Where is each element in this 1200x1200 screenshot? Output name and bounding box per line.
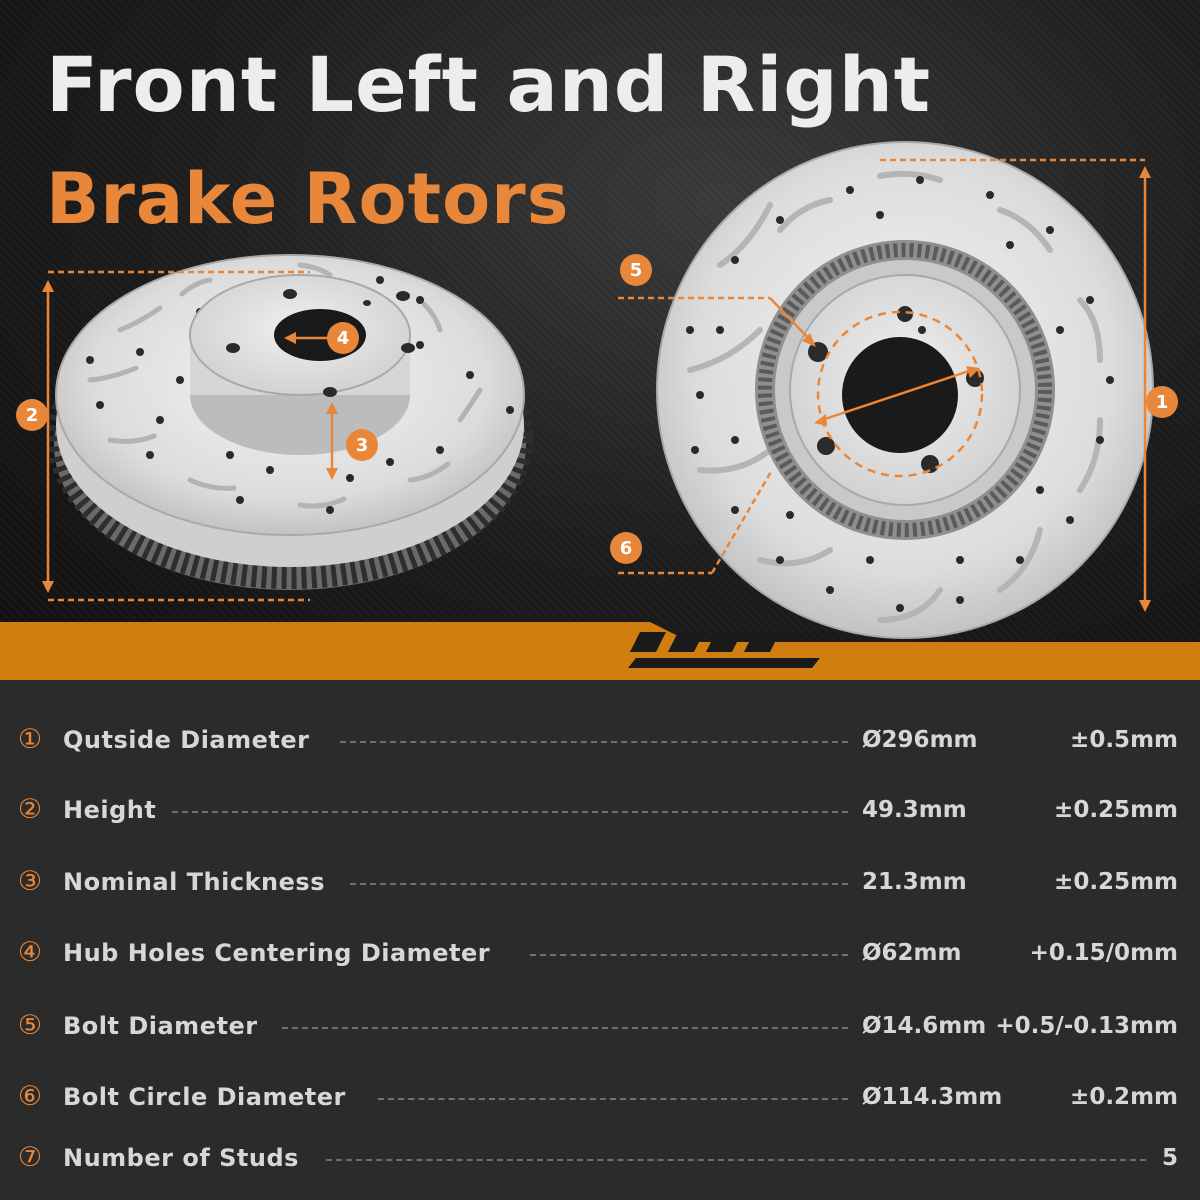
spec-label: Nominal Thickness	[63, 868, 325, 896]
spec-row-hub-holes-centering-diameter: ④ Hub Holes Centering Diameter Ø62mm +0.…	[0, 933, 1200, 973]
spec-row-bolt-diameter: ⑤ Bolt Diameter Ø14.6mm +0.5/-0.13mm	[0, 1006, 1200, 1046]
right-rotor	[618, 141, 1154, 639]
callout-6: 6	[610, 532, 642, 564]
spec-value: Ø296mm	[862, 727, 978, 753]
spec-value: 21.3mm	[862, 869, 967, 895]
svg-text:3: 3	[356, 435, 369, 456]
spec-row-number-of-studs: ⑦ Number of Studs 5	[0, 1138, 1200, 1178]
svg-text:6: 6	[620, 538, 633, 559]
spec-value: Ø114.3mm	[862, 1084, 1003, 1110]
specs-table: ① Qutside Diameter Ø296mm ±0.5mm ② Heigh…	[0, 680, 1200, 1200]
spec-label: Number of Studs	[63, 1144, 299, 1172]
leader-dots	[282, 1027, 848, 1029]
spec-tolerance: +0.5/-0.13mm	[995, 1013, 1178, 1039]
spec-tolerance: 5	[1161, 1145, 1178, 1171]
spec-label: Bolt Diameter	[63, 1012, 258, 1040]
title-line-1: Front Left and Right	[46, 40, 932, 129]
spec-row-outside-diameter: ① Qutside Diameter Ø296mm ±0.5mm	[0, 720, 1200, 760]
spec-label: Bolt Circle Diameter	[63, 1083, 346, 1111]
spec-number: ④	[17, 937, 43, 968]
spec-tolerance: ±0.25mm	[1054, 869, 1178, 895]
leader-dots	[172, 811, 848, 813]
title-line-2: Brake Rotors	[46, 158, 570, 240]
spec-tolerance: ±0.2mm	[1070, 1084, 1178, 1110]
spec-row-bolt-circle-diameter: ⑥ Bolt Circle Diameter Ø114.3mm ±0.2mm	[0, 1077, 1200, 1117]
hero-image: 2 4 3 5 6 1 Front Left and Right Brake R…	[0, 0, 1200, 680]
spec-value: 49.3mm	[862, 797, 967, 823]
left-rotor	[42, 254, 533, 602]
spec-value: Ø14.6mm	[862, 1013, 987, 1039]
spec-value: Ø62mm	[862, 940, 962, 966]
spec-label: Hub Holes Centering Diameter	[63, 939, 491, 967]
spec-number: ③	[17, 866, 43, 897]
callout-3: 3	[346, 429, 378, 461]
svg-text:5: 5	[630, 260, 643, 281]
spec-label: Qutside Diameter	[63, 726, 310, 754]
callout-4: 4	[327, 322, 359, 354]
orange-band	[0, 622, 1200, 680]
spec-row-height: ② Height 49.3mm ±0.25mm	[0, 790, 1200, 830]
callout-5: 5	[620, 254, 652, 286]
leader-dots	[350, 883, 848, 885]
callout-1: 1	[1146, 386, 1178, 418]
spec-number: ⑦	[17, 1142, 43, 1173]
spec-number: ①	[17, 724, 43, 755]
spec-row-nominal-thickness: ③ Nominal Thickness 21.3mm ±0.25mm	[0, 862, 1200, 902]
spec-label: Height	[63, 796, 157, 824]
spec-number: ②	[17, 794, 43, 825]
spec-number: ⑤	[17, 1010, 43, 1041]
spec-number: ⑥	[17, 1081, 43, 1112]
spec-tolerance: ±0.5mm	[1070, 727, 1178, 753]
rotor-illustration: 2 4 3 5 6 1	[0, 141, 1200, 680]
leader-dots	[340, 741, 848, 743]
svg-text:4: 4	[337, 328, 350, 349]
svg-text:1: 1	[1156, 392, 1169, 413]
spec-tolerance: ±0.25mm	[1054, 797, 1178, 823]
svg-text:2: 2	[26, 405, 39, 426]
leader-dots	[326, 1159, 1146, 1161]
leader-dots	[378, 1098, 848, 1100]
leader-dots	[530, 954, 848, 956]
callout-2: 2	[16, 399, 48, 431]
spec-tolerance: +0.15/0mm	[1029, 940, 1178, 966]
